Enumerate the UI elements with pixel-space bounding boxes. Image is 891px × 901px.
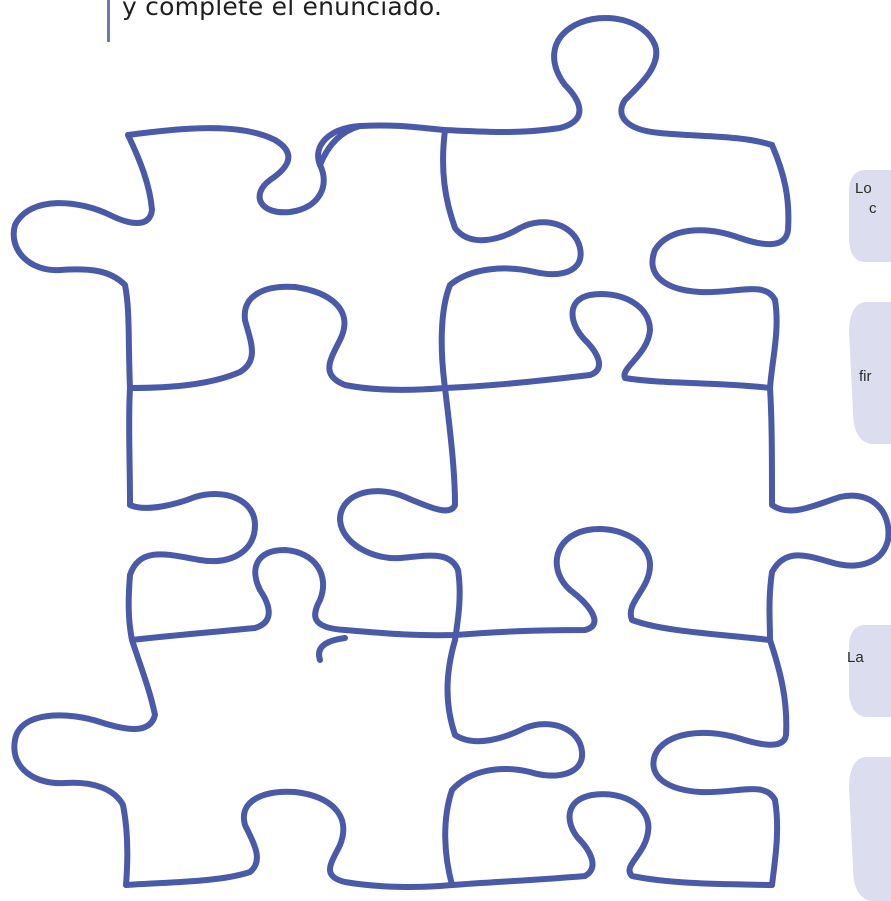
puzzle-outline-left-top (14, 135, 152, 388)
side-card-2-line2: fir (859, 368, 872, 385)
puzzle-outline-right-row3 (653, 640, 786, 885)
puzzle-outline-left-bottom (14, 640, 155, 885)
puzzle-seam-col1-row2 (129, 388, 255, 640)
puzzle-seam-row2 (132, 529, 770, 640)
puzzle-outline-top (128, 18, 772, 212)
side-card-1-line1: Lo (855, 180, 872, 197)
side-card-1: Lo c (845, 170, 891, 262)
puzzle-seam-col12-row3 (445, 640, 582, 885)
side-card-3: La (845, 625, 891, 717)
side-card-3-line1: La (847, 649, 864, 666)
puzzle-seam-col2-row3 (319, 638, 345, 660)
puzzle-outline-right-top (652, 145, 788, 388)
side-card-4 (845, 757, 891, 901)
puzzle-seam-col12-top (442, 130, 581, 388)
side-card-1-line2: c (869, 200, 877, 217)
puzzle-seam-row1 (130, 287, 770, 390)
side-card-shape (845, 757, 891, 901)
side-card-shape (845, 625, 891, 717)
side-card-2: fir (845, 302, 891, 444)
puzzle-seam-col2-row2 (340, 388, 460, 640)
